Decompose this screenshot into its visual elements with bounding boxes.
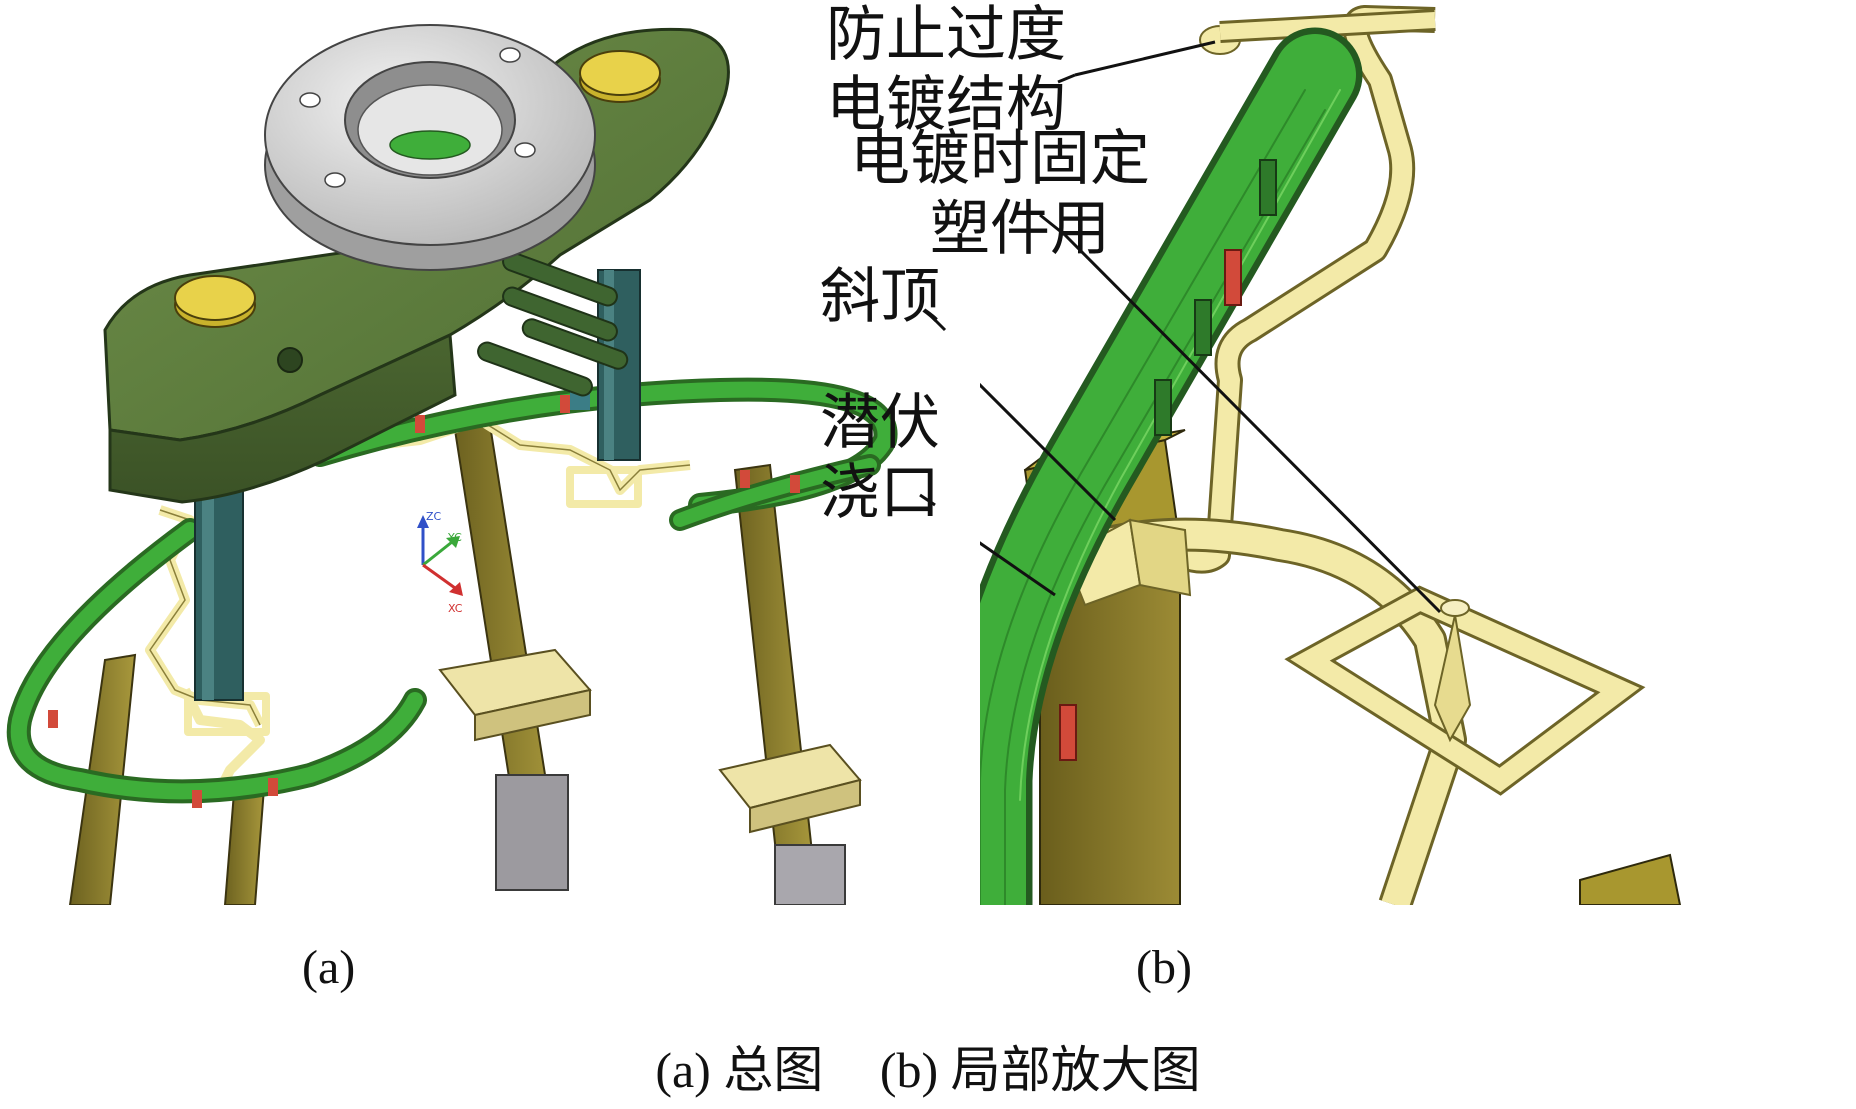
callout-gate: 潜伏 浇口 — [820, 388, 940, 528]
sublabel-b: (b) — [1136, 941, 1192, 994]
detail-insert-tabs — [1059, 159, 1277, 761]
coordinate-triad: ZC YC XC — [417, 510, 463, 615]
callout-fixing-line-1: 电镀时固定 — [850, 124, 1150, 194]
leader-lifter — [980, 382, 1117, 522]
leader-overplating — [1074, 40, 1216, 77]
panel-overview: ZC YC XC — [0, 0, 980, 905]
insert-tabs — [48, 395, 800, 808]
callout-overplating-line-1: 防止过度 — [826, 0, 1066, 70]
overview-model-render: ZC YC XC — [6, 24, 898, 905]
caption-part-a: (a) 总图 — [655, 1042, 824, 1098]
figure-caption: (a) 总图 (b) 局部放大图 — [0, 1030, 1856, 1102]
lifter-blocks — [438, 648, 862, 905]
sprue-cone — [1433, 599, 1472, 743]
callout-gate-line-1: 潜伏 — [820, 388, 940, 458]
triad-z-label: ZC — [426, 510, 442, 523]
caption-part-b: (b) 局部放大图 — [879, 1042, 1201, 1098]
runner-detail — [1063, 5, 1646, 905]
leader-fixing — [1063, 233, 1442, 614]
triad-x-label: XC — [448, 602, 463, 615]
molded-part-frame — [6, 377, 898, 804]
callout-gate-line-2: 浇口 — [820, 458, 940, 528]
locating-flange — [264, 24, 596, 271]
detail-model-render — [980, 5, 1682, 905]
callout-fixing: 电镀时固定 塑件用 — [850, 124, 1150, 264]
panel-detail — [980, 0, 1856, 905]
callout-fixing-line-2: 塑件用 — [930, 194, 1110, 264]
sublabel-a: (a) — [302, 941, 356, 994]
leader-lines — [980, 40, 1442, 614]
triad-y-label: YC — [447, 531, 462, 544]
leader-gate — [980, 541, 1056, 597]
molded-part-arm — [980, 27, 1363, 905]
callout-overplating-line-2: 电镀结构 — [826, 70, 1066, 140]
callout-lifter-line-1: 斜顶 — [820, 262, 940, 332]
callout-lifter: 斜顶 — [820, 262, 940, 332]
callout-overplating: 防止过度 电镀结构 — [826, 0, 1066, 140]
